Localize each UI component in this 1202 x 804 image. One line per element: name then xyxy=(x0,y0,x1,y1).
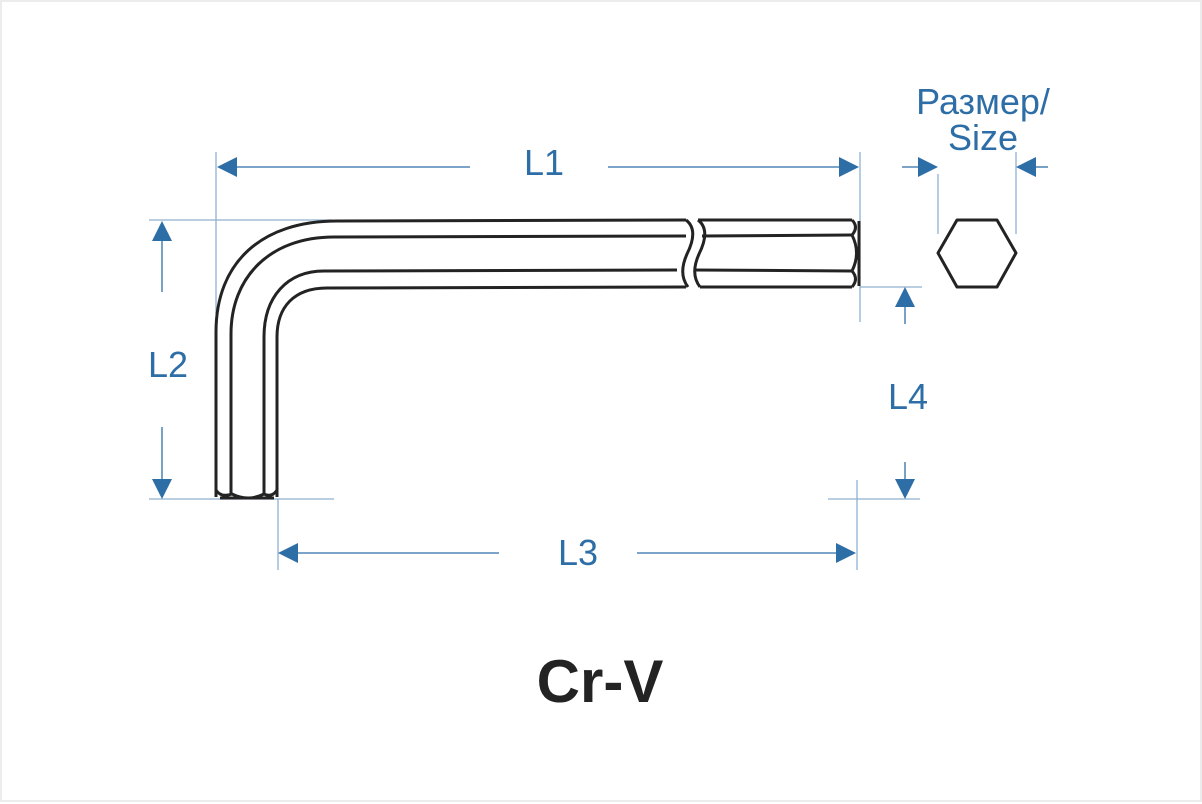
label-l2: L2 xyxy=(148,344,188,385)
dimension-l2: L2 xyxy=(148,221,188,499)
hex-cross-section xyxy=(936,218,1018,289)
arrow-down-icon xyxy=(152,479,172,499)
dimension-size: Размер/ Size xyxy=(902,81,1050,177)
extension-lines xyxy=(149,152,1017,570)
hex-key-outline xyxy=(214,218,861,500)
arrow-down-icon xyxy=(895,479,915,499)
label-size-en: Size xyxy=(948,117,1018,158)
label-size-ru: Размер/ xyxy=(916,81,1050,122)
arrow-left-icon xyxy=(1016,157,1036,177)
arrow-up-icon xyxy=(152,221,172,241)
dimension-l4: L4 xyxy=(888,287,928,499)
dimension-l3: L3 xyxy=(278,532,856,573)
label-l3: L3 xyxy=(558,532,598,573)
label-l1: L1 xyxy=(524,142,564,183)
arrow-right-icon xyxy=(836,543,856,563)
label-l4: L4 xyxy=(888,376,928,417)
material-label: Cr-V xyxy=(537,648,664,715)
arrow-left-icon xyxy=(217,157,237,177)
arrow-right-icon xyxy=(839,157,859,177)
dimension-l1: L1 xyxy=(217,142,859,183)
arrow-left-icon xyxy=(278,543,298,563)
arrow-right-icon xyxy=(918,157,938,177)
arrow-up-icon xyxy=(895,287,915,307)
